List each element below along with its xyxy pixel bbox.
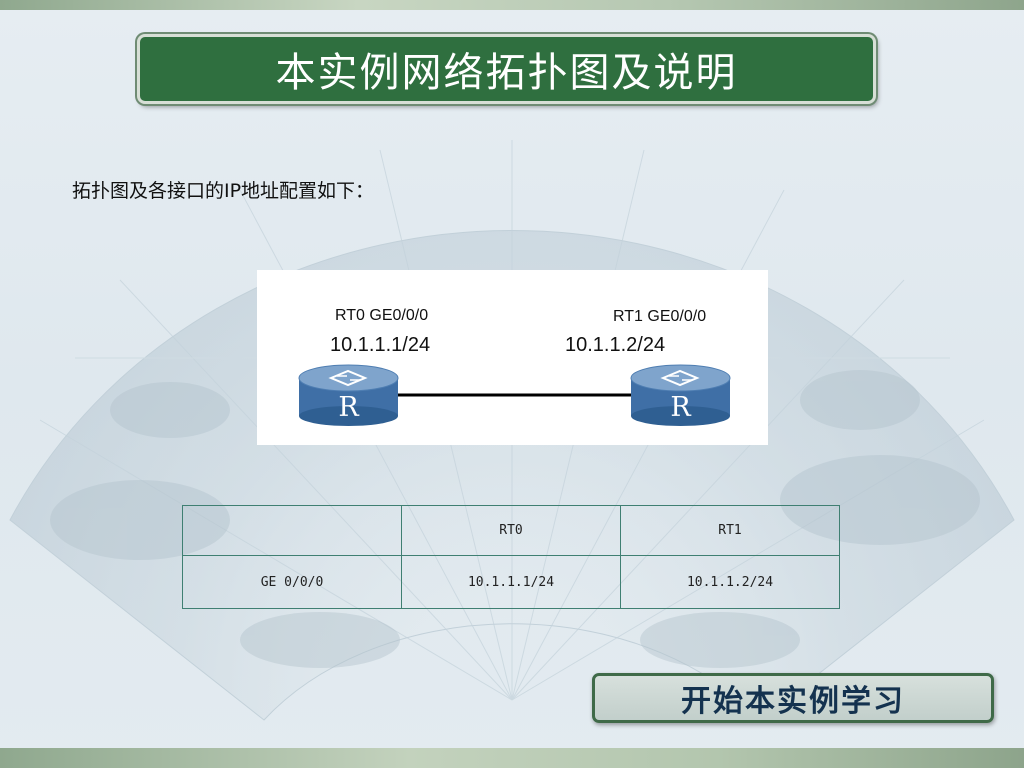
table-header-cell: RT0 xyxy=(401,505,621,556)
rt0-router-icon: R xyxy=(298,364,399,426)
rt0-interface-label: RT0 GE0/0/0 xyxy=(335,307,428,324)
topology-canvas: RT0 GE0/0/0 10.1.1.1/24 RT1 GE0/0/0 10.1… xyxy=(298,307,731,426)
table-header-cell: RT1 xyxy=(620,505,840,556)
ip-address-table: RT0 RT1 GE 0/0/0 10.1.1.1/24 10.1.1.2/24 xyxy=(182,505,840,609)
bottom-decor-strip xyxy=(0,748,1024,768)
start-learning-button[interactable]: 开始本实例学习 xyxy=(592,673,994,723)
rt1-router-icon: R xyxy=(630,364,731,426)
rt1-ip-label: 10.1.1.2/24 xyxy=(565,334,665,356)
intro-text: 拓扑图及各接口的IP地址配置如下： xyxy=(72,180,375,202)
topology-diagram: RT0 GE0/0/0 10.1.1.1/24 RT1 GE0/0/0 10.1… xyxy=(257,270,768,445)
table-header-cell xyxy=(182,505,402,556)
table-cell: 10.1.1.2/24 xyxy=(620,555,840,609)
table-header-row: RT0 RT1 xyxy=(182,505,840,556)
title-banner: 本实例网络拓扑图及说明 xyxy=(137,34,876,104)
rt0-ip-label: 10.1.1.1/24 xyxy=(330,334,430,356)
table-row: GE 0/0/0 10.1.1.1/24 10.1.1.2/24 xyxy=(182,555,840,609)
table-cell: GE 0/0/0 xyxy=(182,555,402,609)
table-cell: 10.1.1.1/24 xyxy=(401,555,621,609)
top-decor-strip xyxy=(0,0,1024,10)
slide-title: 本实例网络拓扑图及说明 xyxy=(275,50,738,96)
rt1-router-letter: R xyxy=(670,392,691,423)
rt0-router-letter: R xyxy=(338,392,359,423)
rt1-interface-label: RT1 GE0/0/0 xyxy=(613,308,706,325)
start-learning-label: 开始本实例学习 xyxy=(681,684,905,719)
